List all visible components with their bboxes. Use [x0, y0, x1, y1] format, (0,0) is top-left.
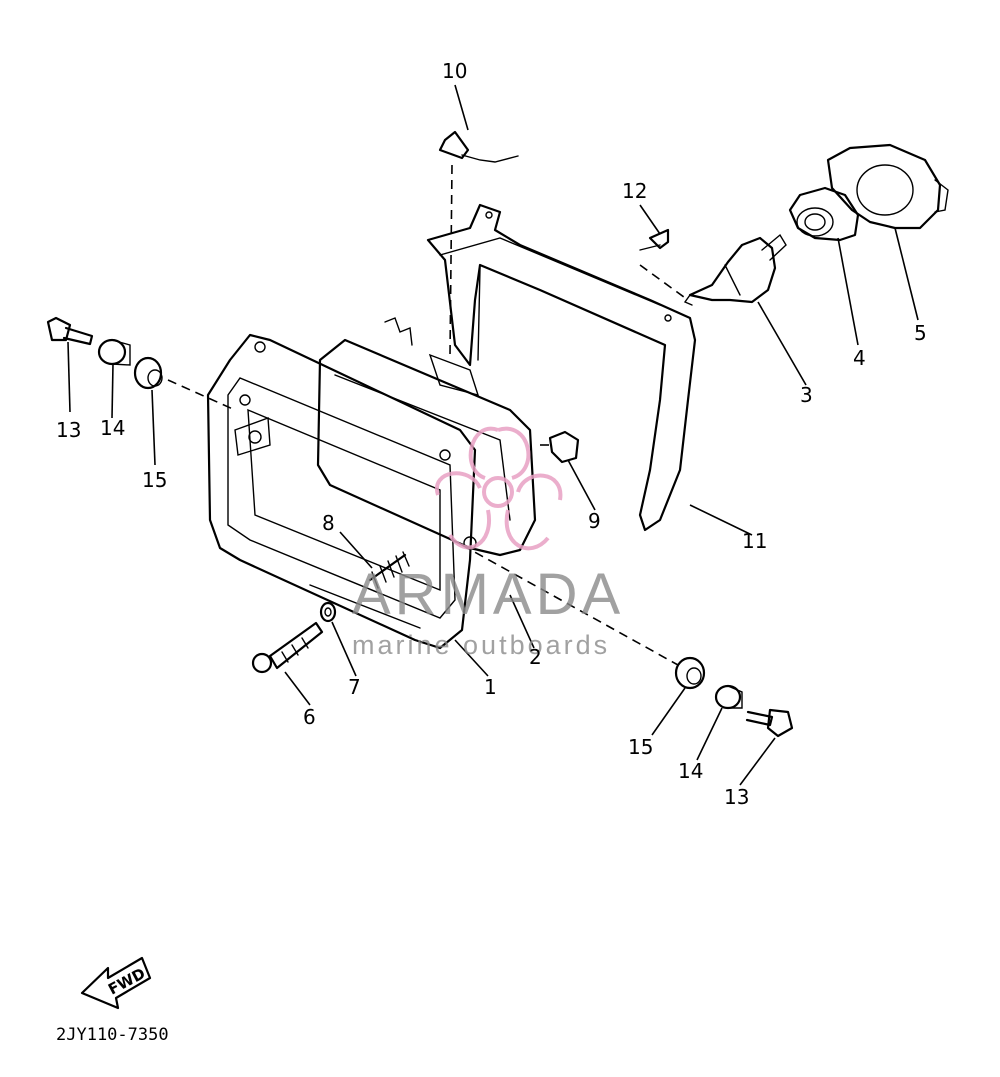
callout-5: 5 — [914, 321, 927, 345]
collar-14-left — [97, 338, 131, 366]
callout-13-left: 13 — [56, 418, 81, 442]
spring-clip-10 — [438, 130, 519, 163]
callout-11: 11 — [742, 529, 767, 553]
callout-1: 1 — [484, 675, 497, 699]
callout-14-right: 14 — [678, 759, 703, 783]
callouts: 1 2 3 4 5 6 7 8 9 10 11 12 13 14 15 13 1… — [56, 59, 927, 809]
headlight-bracket — [426, 203, 697, 532]
callout-6: 6 — [303, 705, 316, 729]
spring-8 — [368, 551, 410, 589]
bolt-13-right — [745, 708, 794, 738]
callout-15-right: 15 — [628, 735, 653, 759]
callout-2: 2 — [529, 645, 542, 669]
assembly-lines — [167, 164, 689, 666]
watermark-tagline: marine outboards — [352, 630, 610, 660]
callout-14-left: 14 — [100, 416, 125, 440]
callout-8: 8 — [322, 511, 335, 535]
headlight-rim — [206, 333, 477, 650]
callout-7: 7 — [348, 675, 361, 699]
leader-lines — [67, 84, 919, 786]
watermark: ARMADA marine outboards — [352, 426, 624, 660]
callout-15-left: 15 — [142, 468, 167, 492]
fwd-label: FWD — [105, 964, 148, 998]
screw-12 — [648, 228, 670, 250]
bulb-socket — [788, 186, 860, 242]
bolt-13-left — [46, 316, 94, 346]
callout-9: 9 — [588, 509, 601, 533]
collar-14-right — [714, 684, 743, 710]
headlight-bulb — [683, 233, 787, 306]
grommet-15-right — [674, 656, 706, 690]
grommet-15-left — [133, 356, 163, 390]
diagram-code: 2JY110-7350 — [56, 1025, 169, 1045]
washer-7 — [319, 601, 337, 623]
dust-cover — [826, 143, 949, 230]
callout-3: 3 — [800, 383, 813, 407]
callout-4: 4 — [853, 346, 866, 370]
callout-12: 12 — [622, 179, 647, 203]
watermark-logo — [434, 426, 563, 551]
fwd-arrow: FWD — [80, 956, 152, 1010]
watermark-brand: ARMADA — [352, 562, 624, 627]
headlight-unit — [316, 317, 537, 557]
callout-10: 10 — [442, 59, 467, 83]
bolt-6 — [251, 621, 324, 674]
adjuster-nut-9 — [548, 430, 580, 464]
callout-13-right: 13 — [724, 785, 749, 809]
